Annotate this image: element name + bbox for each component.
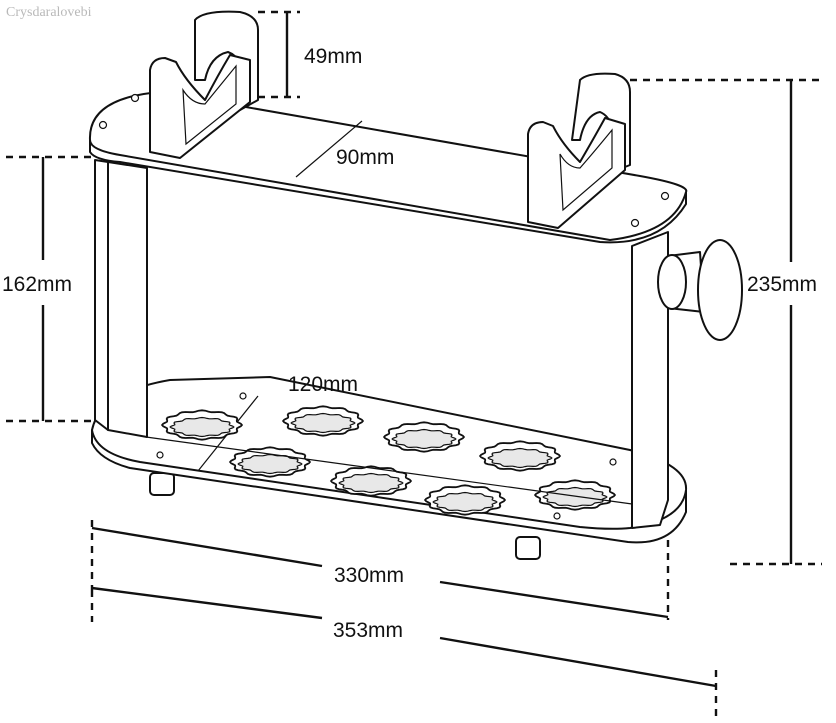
tube-hole-inner [338,472,404,494]
knob-cap [697,239,743,341]
tube-hole [533,479,617,511]
dim-side-height: 162mm [2,273,72,296]
tube-hole [281,405,365,437]
foot-left [149,472,175,496]
dim-total-height: 235mm [747,273,817,296]
screw [660,191,670,201]
tube-hole-inner [432,491,498,513]
back-panel-bottom [145,436,633,505]
tube-hole [160,409,244,441]
cradle-right-front [527,117,626,229]
screw [156,451,164,459]
cradle-right-inner [559,128,613,212]
cradle-left-front [149,54,251,159]
cradle-left-inner [182,64,237,146]
top-center-line [295,120,363,178]
tube-hole-inner [391,428,457,450]
tube-hole [478,440,562,472]
screw [239,392,247,400]
dim-cradle-height: 49mm [304,45,362,68]
left-post-side [107,161,148,438]
side-posts [94,159,669,529]
dim-inner-width: 330mm [334,564,404,587]
foot-right [515,536,541,560]
dimension-lines [6,10,822,718]
tube-hole [382,421,466,453]
screw [630,218,640,228]
cradle-right [527,72,631,229]
left-post-front [94,159,109,431]
tube-hole-inner [542,486,608,508]
watermark: Crysdaralovebi [6,5,92,20]
tube-hole [228,446,312,478]
right-post [631,231,669,529]
screw [553,512,561,520]
dim-top-depth: 90mm [336,146,394,169]
side-knob [657,239,743,341]
dim-total-width: 353mm [333,619,403,642]
screw [130,93,140,103]
tube-hole [423,484,507,516]
tube-holes [160,405,617,516]
tube-hole-inner [487,447,553,469]
cradle-left [149,10,259,159]
dimension-labels: 49mm 90mm 162mm 235mm 120mm 330mm 353mm [2,45,817,642]
tube-hole-inner [169,416,235,438]
screw [609,458,617,466]
dim-base-depth: 120mm [288,373,358,396]
screw [98,120,108,130]
knob-shaft-end [657,254,687,310]
tube-hole [329,465,413,497]
tube-hole-inner [290,412,356,434]
